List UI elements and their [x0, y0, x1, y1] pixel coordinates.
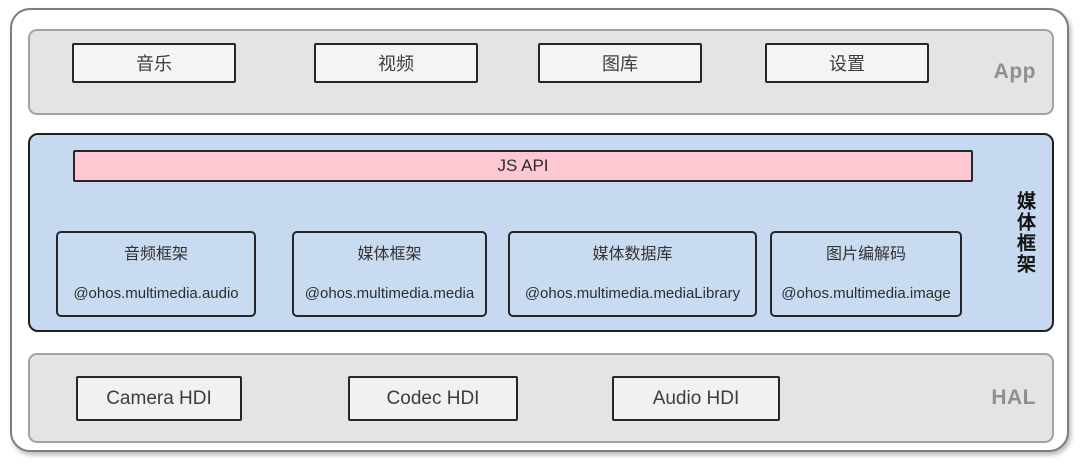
module-package: @ohos.multimedia.media	[304, 285, 475, 302]
hal-box-camera-hdi: Camera HDI	[76, 376, 242, 421]
module-package: @ohos.multimedia.audio	[73, 285, 239, 302]
js-api-label: JS API	[497, 156, 549, 175]
outer-frame: 音乐 视频 图库 设置 App JS API 音频框架 @ohos.multim…	[10, 8, 1069, 452]
hal-box-audio-hdi-label: Audio HDI	[652, 387, 740, 409]
hal-box-audio-hdi: Audio HDI	[612, 376, 780, 421]
app-box-music: 音乐	[72, 43, 236, 83]
module-package: @ohos.multimedia.image	[781, 285, 951, 302]
js-api-bar: JS API	[73, 150, 973, 182]
module-box-image-codec: 图片编解码 @ohos.multimedia.image	[770, 231, 962, 317]
module-box-media-library: 媒体数据库 @ohos.multimedia.mediaLibrary	[508, 231, 757, 317]
app-box-settings-label: 设置	[829, 54, 865, 74]
hal-box-codec-hdi-label: Codec HDI	[386, 387, 480, 409]
app-box-video: 视频	[314, 43, 478, 83]
module-title: 媒体数据库	[592, 246, 673, 263]
module-box-audio-framework: 音频框架 @ohos.multimedia.audio	[56, 231, 256, 317]
hal-box-codec-hdi: Codec HDI	[348, 376, 518, 421]
app-box-music-label: 音乐	[136, 54, 172, 74]
app-box-settings: 设置	[765, 43, 929, 83]
app-layer-label: App	[993, 60, 1036, 83]
hal-layer-label: HAL	[991, 386, 1036, 409]
module-title: 音频框架	[123, 246, 188, 263]
module-box-media-framework: 媒体框架 @ohos.multimedia.media	[292, 231, 487, 317]
module-title: 图片编解码	[825, 246, 906, 263]
hal-box-camera-hdi-label: Camera HDI	[106, 387, 212, 409]
app-box-video-label: 视频	[378, 54, 414, 74]
app-box-gallery-label: 图库	[602, 54, 638, 74]
app-box-gallery: 图库	[538, 43, 702, 83]
media-framework-vertical-label: 媒体框架	[1014, 190, 1035, 275]
app-layer-band: 音乐 视频 图库 设置 App	[28, 29, 1054, 115]
hal-layer-band: Camera HDI Codec HDI Audio HDI HAL	[28, 353, 1054, 443]
module-title: 媒体框架	[357, 246, 422, 263]
module-package: @ohos.multimedia.mediaLibrary	[524, 285, 741, 302]
media-framework-band: JS API 音频框架 @ohos.multimedia.audio 媒体框架 …	[28, 133, 1054, 332]
